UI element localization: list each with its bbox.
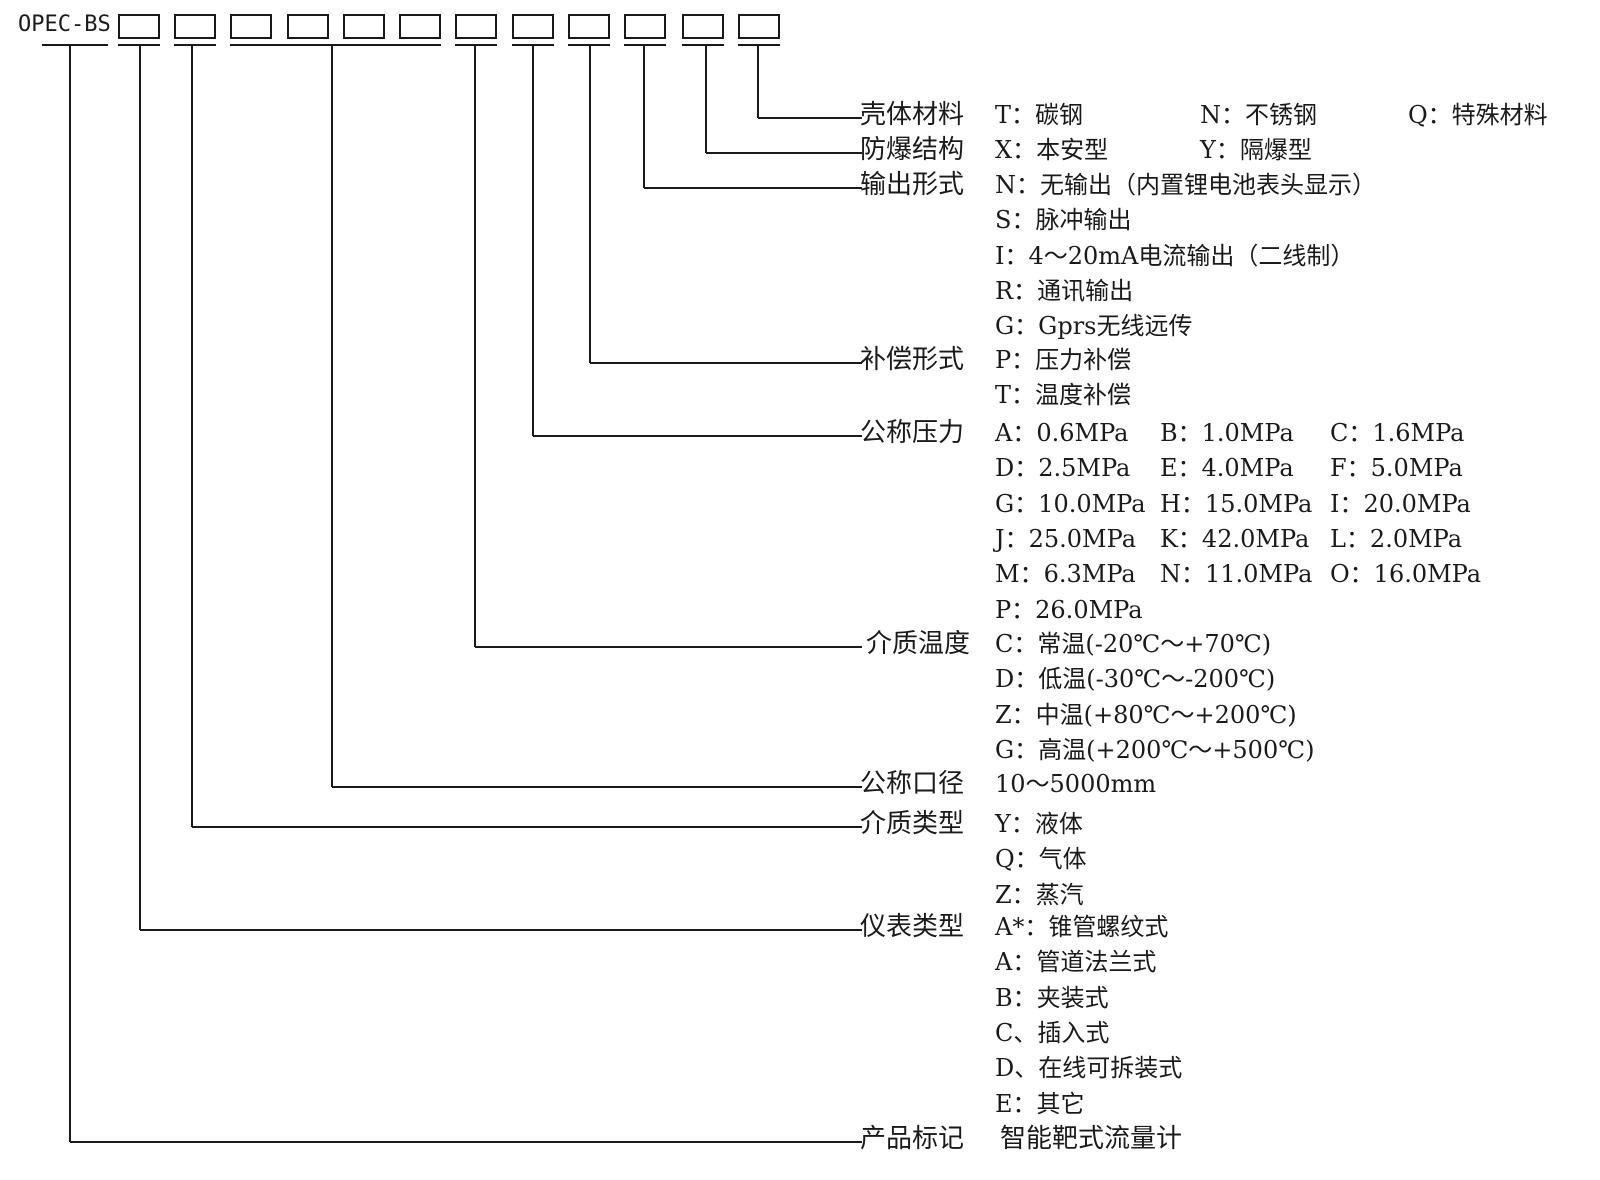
option-value: 智能靶式流量计 — [1000, 1124, 1183, 1154]
option-value: G：10.0MPa — [995, 489, 1146, 518]
category-label: 仪表类型 — [860, 912, 965, 942]
code-box — [682, 14, 724, 39]
option-value: S：脉冲输出 — [995, 206, 1132, 235]
option-value: B：夹装式 — [995, 983, 1109, 1012]
option-value: G：高温(+200℃～+500℃) — [995, 735, 1315, 764]
category-label: 公称压力 — [860, 418, 965, 448]
code-box — [455, 14, 497, 39]
option-value: Q：特殊材料 — [1408, 101, 1548, 129]
code-box — [287, 14, 329, 39]
code-box — [118, 14, 160, 39]
code-box — [568, 14, 610, 39]
option-value: E：其它 — [995, 1089, 1085, 1118]
option-value: M：6.3MPa — [995, 560, 1136, 589]
code-box — [512, 14, 554, 39]
option-value: 10～5000mm — [995, 770, 1157, 798]
code-box — [230, 14, 272, 39]
option-value: Q：气体 — [995, 845, 1087, 874]
code-box — [738, 14, 780, 39]
option-value: R：通讯输出 — [995, 276, 1134, 305]
option-value: J：25.0MPa — [995, 524, 1137, 553]
option-value: F：5.0MPa — [1330, 454, 1463, 483]
category-label: 补偿形式 — [860, 345, 965, 375]
category-label: 公称口径 — [860, 769, 965, 799]
model-prefix: OPEC-BS — [18, 12, 111, 37]
category-label: 输出形式 — [860, 170, 965, 200]
option-value: P：26.0MPa — [995, 595, 1143, 624]
code-box — [174, 14, 216, 39]
code-box — [399, 14, 441, 39]
option-value: H：15.0MPa — [1160, 489, 1313, 518]
option-value: C：1.6MPa — [1330, 419, 1465, 447]
option-value: B：1.0MPa — [1160, 419, 1294, 447]
option-value: A：0.6MPa — [995, 419, 1129, 447]
option-value: Y：液体 — [995, 810, 1083, 838]
option-value: L：2.0MPa — [1330, 524, 1463, 553]
option-value: Z：中温(+80℃～+200℃) — [995, 700, 1297, 729]
option-value: G：Gprs无线远传 — [995, 312, 1193, 341]
option-value: X：本安型 — [995, 136, 1109, 164]
option-value: O：16.0MPa — [1330, 560, 1482, 589]
option-value: P：压力补偿 — [995, 346, 1132, 374]
code-box — [624, 14, 666, 39]
option-value: D：2.5MPa — [995, 454, 1131, 483]
option-value: Y：隔爆型 — [1200, 136, 1312, 164]
option-value: N：无输出（内置锂电池表头显示） — [995, 171, 1376, 199]
option-value: C、插入式 — [995, 1018, 1110, 1047]
option-value: Z：蒸汽 — [995, 880, 1084, 909]
option-value: E：4.0MPa — [1160, 454, 1294, 483]
option-value: N：11.0MPa — [1160, 560, 1313, 589]
category-label: 防爆结构 — [860, 135, 965, 165]
category-label: 壳体材料 — [860, 100, 965, 130]
category-label: 介质温度 — [866, 629, 971, 659]
option-value: A*：锥管螺纹式 — [995, 913, 1169, 941]
category-label: 介质类型 — [860, 809, 965, 839]
option-value: T：碳钢 — [995, 101, 1084, 129]
option-value: K：42.0MPa — [1160, 524, 1310, 553]
category-label: 产品标记 — [860, 1124, 965, 1154]
option-value: D、在线可拆装式 — [995, 1054, 1183, 1083]
option-value: I：4～20mA电流输出（二线制） — [995, 241, 1355, 270]
option-value: N：不锈钢 — [1200, 101, 1317, 129]
option-value: A：管道法兰式 — [995, 948, 1157, 977]
option-value: D：低温(-30℃～-200℃) — [995, 665, 1276, 694]
option-value: I：20.0MPa — [1330, 489, 1471, 518]
option-value: C：常温(-20℃～+70℃) — [995, 630, 1272, 658]
code-box — [343, 14, 385, 39]
option-value: T：温度补偿 — [995, 381, 1132, 410]
